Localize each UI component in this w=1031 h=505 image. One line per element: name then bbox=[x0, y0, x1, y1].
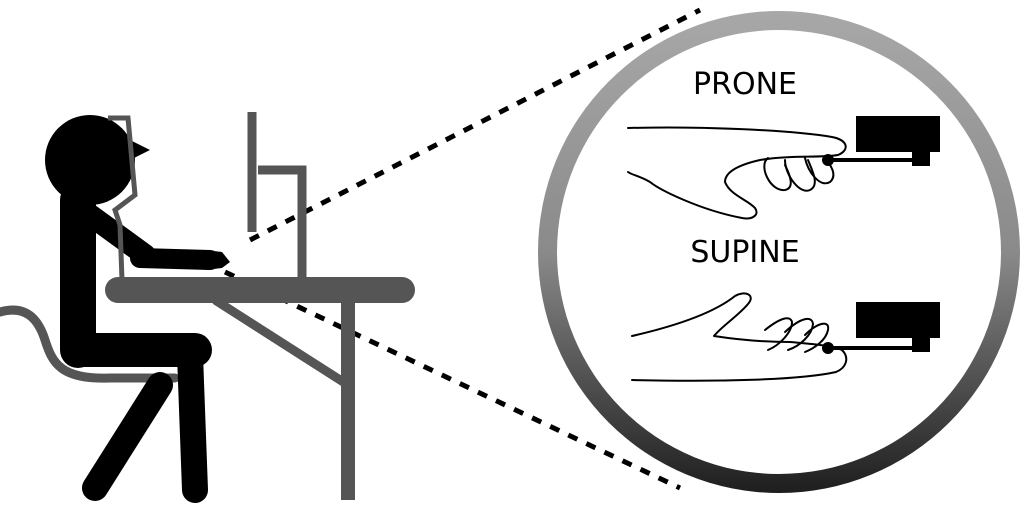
chair-icon bbox=[0, 305, 180, 383]
zoom-projection-lines bbox=[223, 7, 702, 491]
supine-hand-icon bbox=[631, 292, 848, 382]
headset-icon bbox=[108, 115, 138, 281]
zoom-line-upper bbox=[248, 7, 702, 243]
desk-icon bbox=[105, 277, 415, 500]
finger-device-icon bbox=[822, 116, 940, 166]
finger-device-icon bbox=[822, 302, 940, 354]
seated-person-icon bbox=[45, 115, 230, 503]
prone-label: PRONE bbox=[693, 67, 797, 102]
monitor-icon bbox=[247, 112, 307, 282]
supine-label: SUPINE bbox=[690, 235, 799, 270]
zoom-line-lower bbox=[223, 269, 682, 491]
